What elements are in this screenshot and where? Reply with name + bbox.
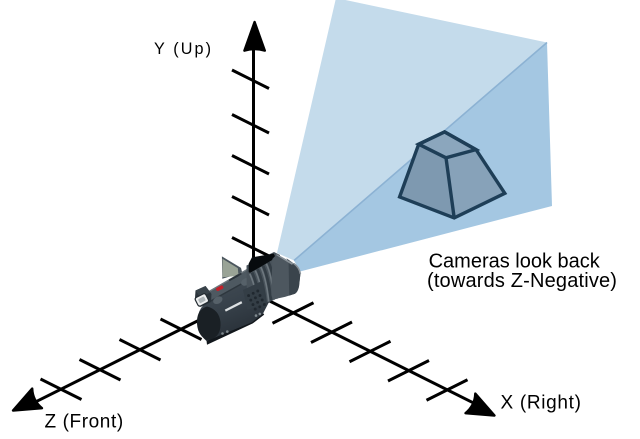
svg-text:Cameras look back: Cameras look back (429, 251, 601, 273)
svg-text:(towards Z-Negative): (towards Z-Negative) (427, 270, 617, 292)
svg-text:X (Right): X (Right) (501, 392, 582, 413)
svg-text:Z (Front): Z (Front) (45, 411, 124, 432)
svg-text:Y (Up): Y (Up) (154, 40, 213, 58)
